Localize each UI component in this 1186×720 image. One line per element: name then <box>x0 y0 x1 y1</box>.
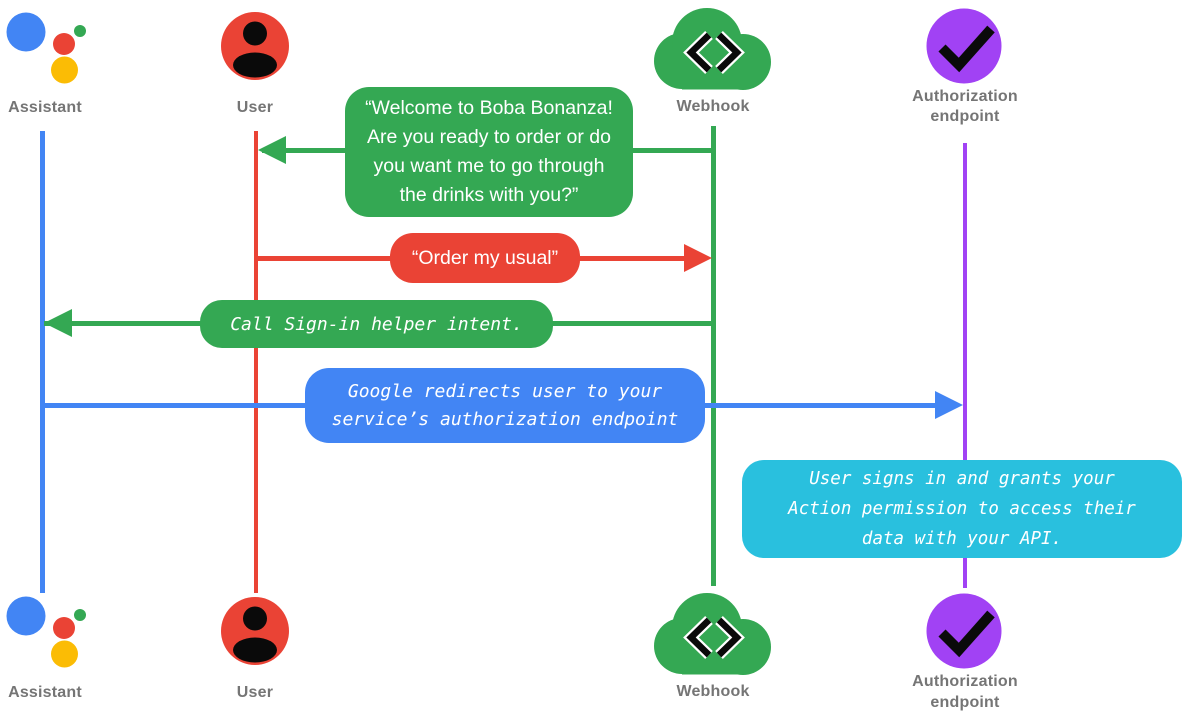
code-chevron-right-outline <box>715 31 745 74</box>
user-shoulders-glyph <box>233 52 277 78</box>
arrow-redirect-head <box>935 391 963 419</box>
arrow-order-head <box>684 244 712 272</box>
arrow-signin-head <box>44 309 72 337</box>
user-lifeline <box>253 131 258 593</box>
auth-endpoint-lifeline <box>963 143 967 588</box>
message-welcome: “Welcome to Boba Bonanza! Are you ready … <box>345 87 633 217</box>
webhook-icon <box>654 8 771 90</box>
assistant-icon <box>6 12 86 84</box>
user-label-top: User <box>236 99 274 116</box>
code-chevron-left-outline <box>683 31 713 74</box>
auth-label-top: Authorization endpoint <box>912 88 1018 125</box>
message-redirect: Google redirects user to your service’s … <box>305 368 705 443</box>
assistant-icon <box>6 596 86 668</box>
user-label-bottom: User <box>236 684 274 701</box>
message-signin: Call Sign-in helper intent. <box>200 300 553 348</box>
message-order: “Order my usual” <box>390 233 580 283</box>
checkmark-icon <box>938 25 995 73</box>
webhook-label-top: Webhook <box>676 98 750 115</box>
note-user-signs-in: User signs in and grants your Action per… <box>742 460 1182 558</box>
webhook-icon <box>654 593 771 675</box>
assistant-lifeline <box>40 131 45 593</box>
webhook-label-bottom: Webhook <box>676 683 750 700</box>
assistant-label-top: Assistant <box>8 99 82 116</box>
assistant-label-bottom: Assistant <box>8 684 82 701</box>
code-chevron-left-icon <box>686 32 712 73</box>
webhook-lifeline <box>711 126 716 586</box>
auth-endpoint-icon <box>926 593 1002 669</box>
user-icon <box>221 12 289 80</box>
auth-label-bottom: Authorization endpoint <box>912 673 1018 711</box>
auth-endpoint-icon <box>926 8 1002 84</box>
user-head-glyph <box>243 21 267 46</box>
arrow-welcome-head <box>258 136 286 164</box>
code-chevron-right-icon <box>716 32 742 73</box>
user-icon <box>221 597 289 665</box>
